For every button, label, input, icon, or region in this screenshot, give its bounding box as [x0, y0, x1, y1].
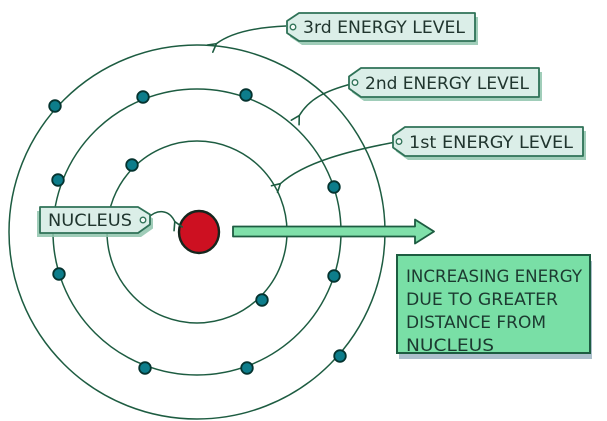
electron-dot-level2 — [240, 361, 254, 375]
nucleus-label: NUCLEUS — [48, 211, 132, 230]
electron-dot-level2 — [239, 88, 253, 102]
energy-note: INCREASING ENERGY DUE TO GREATER DISTANC… — [396, 254, 592, 359]
level2-tag-hole-icon — [351, 79, 359, 86]
electrons-group — [48, 88, 347, 375]
level3-tag-box — [286, 12, 476, 42]
nucleus-tag: NUCLEUS — [37, 206, 153, 237]
level3-tag: 3rd ENERGY LEVEL — [286, 12, 478, 45]
nucleus-tag-box — [39, 206, 151, 234]
electron-dot-level2 — [138, 361, 152, 375]
level2-label: 2nd ENERGY LEVEL — [365, 74, 530, 93]
increasing-energy-arrow — [232, 218, 435, 245]
level2-leader-arrow — [290, 83, 352, 126]
energy-note-line1: INCREASING ENERGY — [406, 267, 583, 286]
level1-label: 1st ENERGY LEVEL — [409, 133, 574, 152]
energy-note-line3: DISTANCE FROM — [406, 313, 546, 332]
electron-dot-level2 — [327, 269, 341, 283]
electron-dot-level2 — [327, 180, 341, 194]
electron-dot-level1 — [125, 158, 139, 172]
nucleus-group — [177, 209, 221, 255]
nucleus-tag-hole-icon — [139, 216, 147, 224]
electron-dot-level1 — [255, 293, 269, 307]
level3-tag-hole-icon — [289, 23, 297, 31]
nucleus-circle — [177, 209, 221, 255]
level1-leader-arrow — [270, 141, 397, 194]
energy-note-line2: DUE TO GREATER — [406, 290, 558, 309]
level1-tag-box — [392, 126, 584, 157]
electron-dot-level2 — [51, 173, 65, 187]
level2-tag-box — [348, 67, 540, 98]
electron-dot-level3 — [48, 99, 62, 113]
level2-tag: 2nd ENERGY LEVEL — [348, 67, 542, 101]
electron-dot-level3 — [333, 349, 347, 363]
energy-note-line4: NUCLEUS — [406, 336, 494, 355]
level1-tag: 1st ENERGY LEVEL — [392, 126, 586, 160]
energy-note-box — [396, 254, 591, 354]
electron-dot-level2 — [136, 90, 150, 104]
level3-leader-arrow — [206, 25, 287, 53]
level1-tag-hole-icon — [395, 138, 403, 145]
level3-label: 3rd ENERGY LEVEL — [303, 18, 466, 37]
electron-dot-level2 — [52, 267, 66, 281]
